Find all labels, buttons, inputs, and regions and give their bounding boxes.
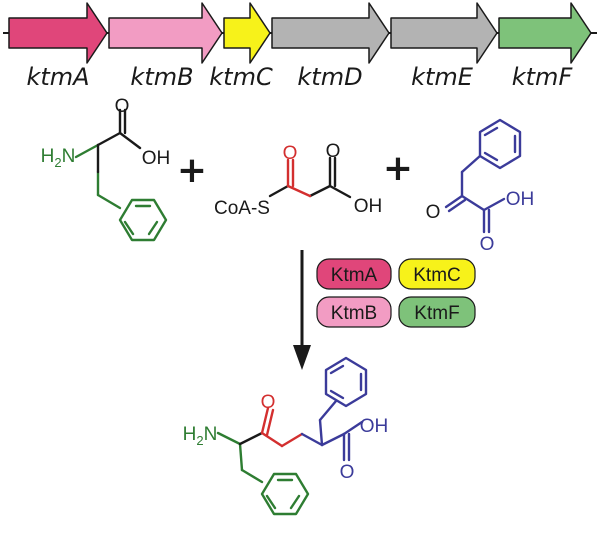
malonyl-black-bonds: [268, 156, 352, 199]
phenylpyruvate-hydroxyl: OH: [506, 189, 535, 210]
enzyme-badge-ktmc: [398, 258, 476, 290]
gene-label-ktmF: ktmF: [512, 63, 574, 91]
enzyme-label-ktmf: KtmF: [414, 303, 459, 324]
malonyl-acid-o: O: [326, 141, 341, 162]
product-hydroxyl: OH: [360, 416, 389, 437]
product-red-bonds: [260, 406, 304, 448]
gene-label-ktmD: ktmD: [297, 63, 362, 91]
product-acid-o: O: [340, 462, 355, 483]
phenylpyruvate-acid-o: O: [480, 234, 495, 255]
gene-cluster: ktmA ktmB ktmC ktmD ktmE ktmF: [3, 2, 597, 91]
gene-label-ktmB: ktmB: [130, 63, 193, 91]
enzyme-label-ktmb: KtmB: [331, 303, 377, 324]
product-green-bonds: [216, 431, 310, 516]
enzyme-badge-ktmb: [316, 296, 392, 328]
enzyme-label-ktma: KtmA: [331, 265, 378, 286]
phenylalanine-amine-label: H2N: [41, 146, 76, 170]
enzyme-label-ktmc: KtmC: [413, 265, 461, 286]
phenylalanine-carbonyl-o: O: [115, 96, 130, 117]
gene-label-ktmA: ktmA: [26, 63, 89, 91]
malonyl-keto-o: O: [283, 143, 298, 164]
product-blue-bonds: [300, 356, 368, 462]
phenylalanine-carboxyl-bonds: [96, 108, 142, 174]
plus-sign-2: +: [383, 148, 413, 189]
gene-label-ktmC: ktmC: [209, 63, 273, 91]
plus-sign-1: +: [177, 150, 207, 191]
product-structure: H2N O OH O: [183, 356, 389, 516]
gene-arrow-ktmC: [223, 2, 271, 64]
gene-label-ktmE: ktmE: [411, 63, 474, 91]
gene-arrow-ktmA: [8, 2, 108, 64]
product-amine-label: H2N: [183, 424, 218, 448]
enzyme-badge-ktmf: [398, 296, 476, 328]
malonyl-coa-structure: CoA-S O O OH: [214, 141, 382, 219]
product-keto-o: O: [261, 392, 276, 413]
enzyme-badge-ktma: [316, 258, 392, 290]
phenylpyruvate-keto-o: O: [426, 202, 441, 223]
malonyl-red-bonds: [286, 158, 312, 198]
phenylpyruvate-structure: O OH O: [426, 118, 535, 255]
malonyl-coa-label: CoA-S: [214, 198, 270, 219]
gene-arrow-ktmD: [271, 2, 390, 64]
phenylalanine-bonds: [74, 143, 168, 242]
gene-arrow-ktmF: [498, 2, 592, 64]
reaction-arrow: [293, 250, 311, 370]
malonyl-hydroxyl: OH: [354, 196, 383, 217]
gene-arrow-ktmB: [108, 2, 223, 64]
product-alpha-bond: [238, 431, 264, 446]
phenylalanine-hydroxyl: OH: [142, 148, 171, 169]
enzyme-badges: KtmA KtmC KtmB KtmF: [316, 258, 476, 328]
gene-arrow-ktmE: [390, 2, 498, 64]
phenylpyruvate-bonds: [444, 118, 522, 234]
phenylalanine-structure: H2N O OH: [41, 96, 171, 242]
